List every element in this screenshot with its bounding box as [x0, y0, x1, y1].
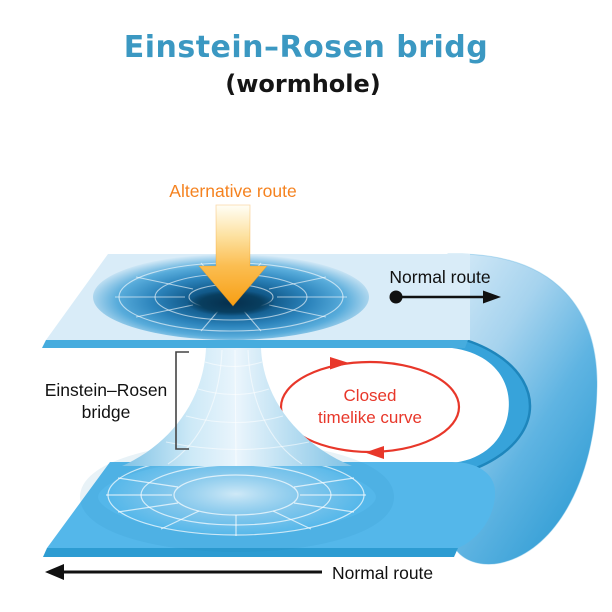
funnel-base-grid — [106, 454, 366, 536]
wormhole-throat — [122, 348, 352, 466]
wormhole-throat-grid — [165, 349, 310, 467]
bracket-icon — [175, 351, 189, 450]
loop-arrows-icon — [279, 357, 461, 459]
page-subtitle: (wormhole) — [225, 70, 381, 98]
left-arrow-icon — [45, 564, 322, 580]
ctc-arrowhead-left — [365, 446, 384, 459]
ctc-label-line2: timelike curve — [318, 408, 422, 427]
bridge-label-line2: bridge — [82, 402, 131, 422]
alternative-route-label: Alternative route — [169, 181, 296, 201]
route-start-dot — [389, 290, 403, 304]
page-title: Einstein–Rosen bridg — [124, 30, 489, 65]
right-arrowhead — [483, 290, 501, 304]
normal-route-bottom-label: Normal route — [332, 563, 433, 583]
bridge-label-line1: Einstein–Rosen — [45, 380, 168, 400]
down-arrow-icon — [198, 204, 268, 307]
dot-and-right-arrow-icon — [389, 290, 501, 304]
ctc-arrowhead-right — [330, 357, 349, 370]
ctc-label-line1: Closed — [344, 386, 397, 405]
normal-route-top-label: Normal route — [389, 267, 490, 287]
top-sheet-front-edge — [42, 340, 468, 348]
left-arrowhead — [45, 564, 64, 580]
bottom-sheet-front-edge — [43, 548, 458, 557]
